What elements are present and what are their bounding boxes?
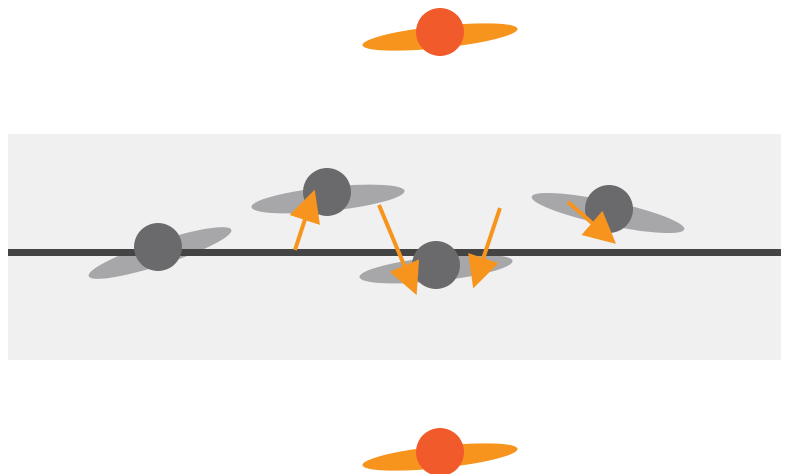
arrow-1-icon — [289, 189, 321, 251]
molecule-1-disc-icon — [134, 223, 182, 271]
arrow-2-icon — [377, 204, 420, 296]
molecule-4-disc-icon — [585, 185, 633, 233]
horizontal-axis-line — [8, 249, 781, 256]
arrow-4-icon — [566, 200, 617, 244]
arrow-3-icon — [468, 207, 502, 289]
bottom-orange-element-icon — [362, 428, 518, 474]
arrows — [289, 189, 617, 296]
molecule-3-disc-icon — [412, 241, 460, 289]
top-orange-element-icon — [362, 8, 518, 56]
